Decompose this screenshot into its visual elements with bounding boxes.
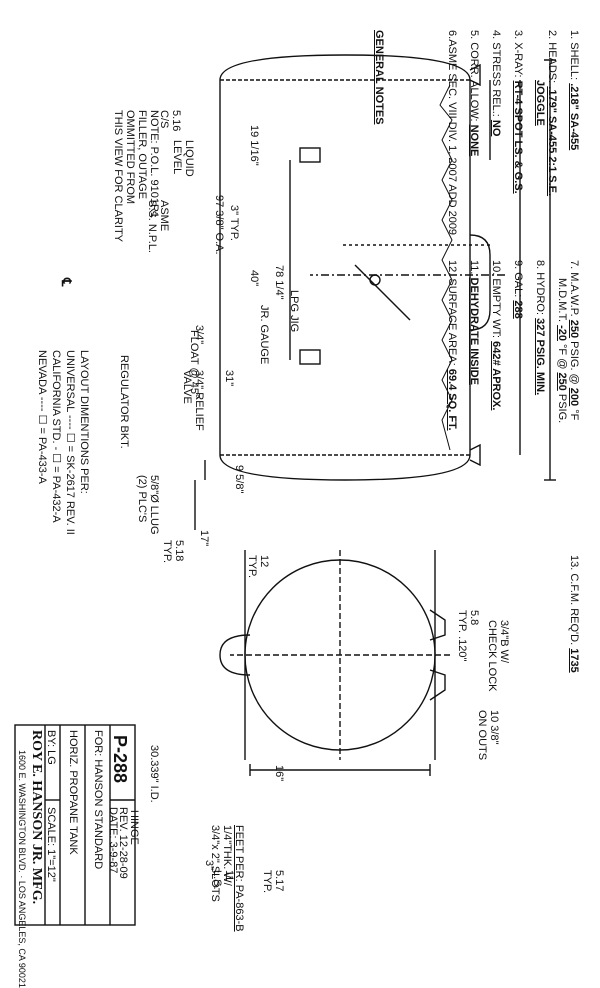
check-lock-label: 3/4"B W/CHECK LOCK — [486, 620, 510, 692]
company-address: 1600 E. WASHINGTON BLVD. · LOS ANGELES, … — [17, 750, 27, 988]
rotated-drawing: GENERAL NOTES 1. SHELL: .218" SA-455 2. … — [10, 10, 590, 988]
dim-97-label: 97 3/8" O.A. — [213, 195, 225, 255]
dim-34-label: 3/4" — [193, 325, 205, 345]
date: DATE: 3-9-87 — [107, 807, 119, 874]
scale: SCALE: 1"=12" — [45, 807, 57, 882]
valve-dome — [469, 234, 491, 331]
dim-16-label: 16" — [273, 765, 285, 782]
layout-note-header: LAYOUT DIMENTIONS PER: — [78, 350, 90, 494]
note-7: 7. M.A.W.P. 250 PSIG. @ 200 °F — [568, 260, 580, 421]
note-6: 6.ASME SEC. VIII DIV. 1, 2007 ADD 2009 — [446, 30, 458, 236]
dim-40-label: 40" — [248, 270, 260, 287]
note-2-joggle: JOGGLE — [534, 80, 546, 126]
pol-note-line-2: FILLER, OUTAGE — [136, 110, 148, 200]
jr-gauge-label: JR. GAUGE — [258, 305, 270, 365]
note-8: 8. HYDRO: 327 PSIG. MIN. — [534, 260, 546, 396]
note-12: 12. SURFACE AREA: 69.4 SQ. FT. — [446, 260, 458, 431]
dim-17-label: 17" — [198, 530, 210, 547]
on-outs-label: 10 3/8"ON OUTS — [476, 710, 500, 761]
drawing-linework — [14, 54, 556, 926]
dim-31-label: 31" — [223, 370, 235, 387]
dim-30-id-label: 30.339" I.D. — [148, 745, 160, 803]
note-2: 2. HEADS: .179" SA-455 2:1 S.E. — [546, 30, 558, 197]
note-13: 13. C.F.M. REQ'D. 1735 — [568, 555, 580, 673]
pol-note-line-3: OMMITTED FROM — [124, 110, 136, 205]
layout-row-nevada: NEVADA ---- ☐ = PA-433-A — [36, 350, 48, 484]
lpg-jig-label: LPG JIG — [288, 290, 300, 333]
note-7-mdmt: M.D.M.T. -20 °F @ 250 PSIG. — [556, 278, 568, 424]
typ-3-label: 3" TYP. — [228, 205, 240, 241]
note-11: 11. DEHYDRATE INSIDE — [468, 260, 480, 385]
part-number: P-288 — [110, 735, 130, 784]
hinge-label: HINGE — [128, 810, 140, 845]
dim-78-label: 78 1/4" — [273, 265, 285, 300]
note-9: 9. GAL: 288 — [512, 260, 524, 319]
drawn-for: FOR: HANSON STANDARD — [92, 730, 104, 870]
note-10: 10. EMPTY WT: 642# APROX. — [490, 260, 502, 411]
regulator-bkt-label: REGULATOR BKT. — [118, 355, 130, 449]
description: HORIZ. PROPANE TANK — [67, 730, 79, 855]
title-block-frame — [14, 724, 136, 926]
drawn-by: BY: LG — [45, 730, 57, 765]
company-name: ROY E. HANSON JR. MFG. — [29, 730, 44, 905]
centerline-symbol: ℄ — [59, 278, 74, 287]
tank-shell-outline — [219, 54, 471, 481]
layout-row-california: CALIFORNIA STD. - ☐ = PA-432-A — [50, 350, 62, 523]
dim-19-label: 19 1/16" — [248, 125, 260, 166]
layout-row-universal: UNIVERSAL ---- ☐ = SK-2617 REV. II — [64, 350, 76, 535]
dim-3-label: 3" — [203, 860, 215, 871]
note-4: 4. STRESS REL.: NO — [490, 30, 502, 137]
drawing-sheet: GENERAL NOTES 1. SHELL: .218" SA-455 2. … — [10, 10, 590, 988]
note-5: 5. CORR. ALLOW: NONE — [468, 30, 480, 157]
pol-note-line-4: THIS VIEW FOR CLARITY — [112, 110, 124, 243]
note-3: 3. X-RAY: RT-4 SPOT LS. & G.S. — [512, 30, 524, 194]
note-1: 1. SHELL: .218" SA-455 — [568, 30, 580, 151]
general-notes-title: GENERAL NOTES — [373, 30, 385, 125]
dim-9-label: 9 5/8" — [233, 465, 245, 494]
lug-label: 5/8"Ø LLUG(2) PLC'S — [136, 475, 160, 535]
